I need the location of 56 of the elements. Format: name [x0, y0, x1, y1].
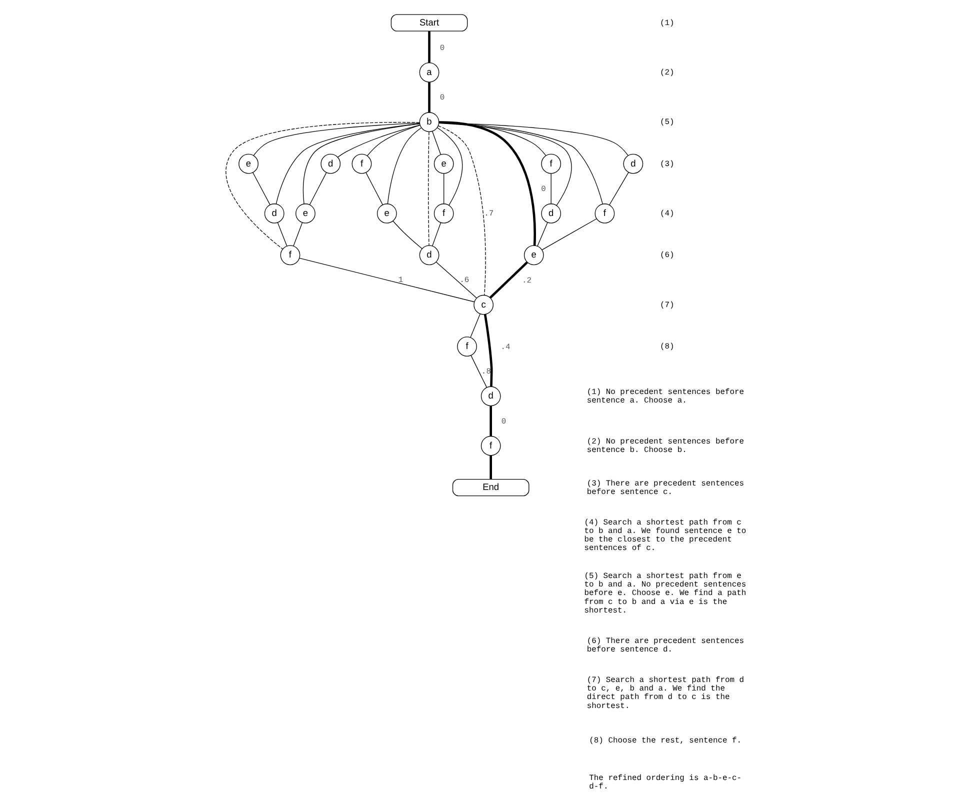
connector — [432, 131, 442, 155]
node-circle: d — [541, 204, 562, 224]
connector — [387, 127, 422, 204]
node-circle: d — [264, 204, 284, 224]
connector — [277, 222, 288, 246]
connector — [302, 124, 420, 204]
connector — [337, 124, 420, 158]
node-circle: e — [238, 154, 258, 174]
connector — [309, 172, 327, 206]
node-circle: d — [419, 245, 440, 266]
connector — [489, 262, 528, 299]
connector — [252, 172, 270, 205]
node-box: End — [452, 478, 530, 496]
node-circle: d — [623, 154, 644, 174]
connector — [428, 82, 430, 112]
connector — [484, 314, 493, 386]
connector — [438, 121, 536, 246]
node-circle: b — [419, 112, 440, 132]
connector — [428, 31, 430, 63]
connector — [490, 406, 492, 436]
node-circle: a — [419, 62, 440, 82]
node-circle: f — [280, 245, 300, 266]
connector — [299, 258, 475, 302]
connector — [367, 124, 420, 156]
connector — [226, 122, 420, 250]
node-box: Start — [390, 14, 468, 32]
node-circle: e — [524, 245, 544, 266]
connector — [542, 218, 597, 250]
connector — [366, 172, 384, 206]
connector — [293, 222, 303, 246]
connector — [436, 262, 477, 298]
connector — [537, 222, 548, 246]
node-circle: f — [457, 336, 477, 356]
node-circle: f — [594, 204, 615, 224]
connector — [609, 172, 629, 206]
connector — [428, 132, 430, 246]
node-circle: e — [376, 204, 397, 224]
connector — [438, 125, 486, 296]
node-circle: c — [474, 294, 494, 315]
node-circle: d — [480, 386, 501, 406]
node-circle: e — [296, 204, 316, 224]
connector — [432, 222, 442, 246]
node-circle: d — [320, 154, 341, 174]
node-circle: f — [352, 154, 372, 174]
node-circle: f — [541, 154, 562, 174]
node-circle: f — [480, 436, 501, 456]
node-circle: f — [434, 204, 454, 224]
connector — [276, 123, 420, 204]
node-circle: e — [434, 154, 454, 174]
connector — [490, 456, 492, 480]
connector — [470, 355, 488, 388]
connector — [550, 173, 552, 204]
connector — [392, 220, 422, 249]
connector — [436, 127, 463, 206]
connector — [253, 122, 420, 156]
connector — [470, 314, 480, 338]
